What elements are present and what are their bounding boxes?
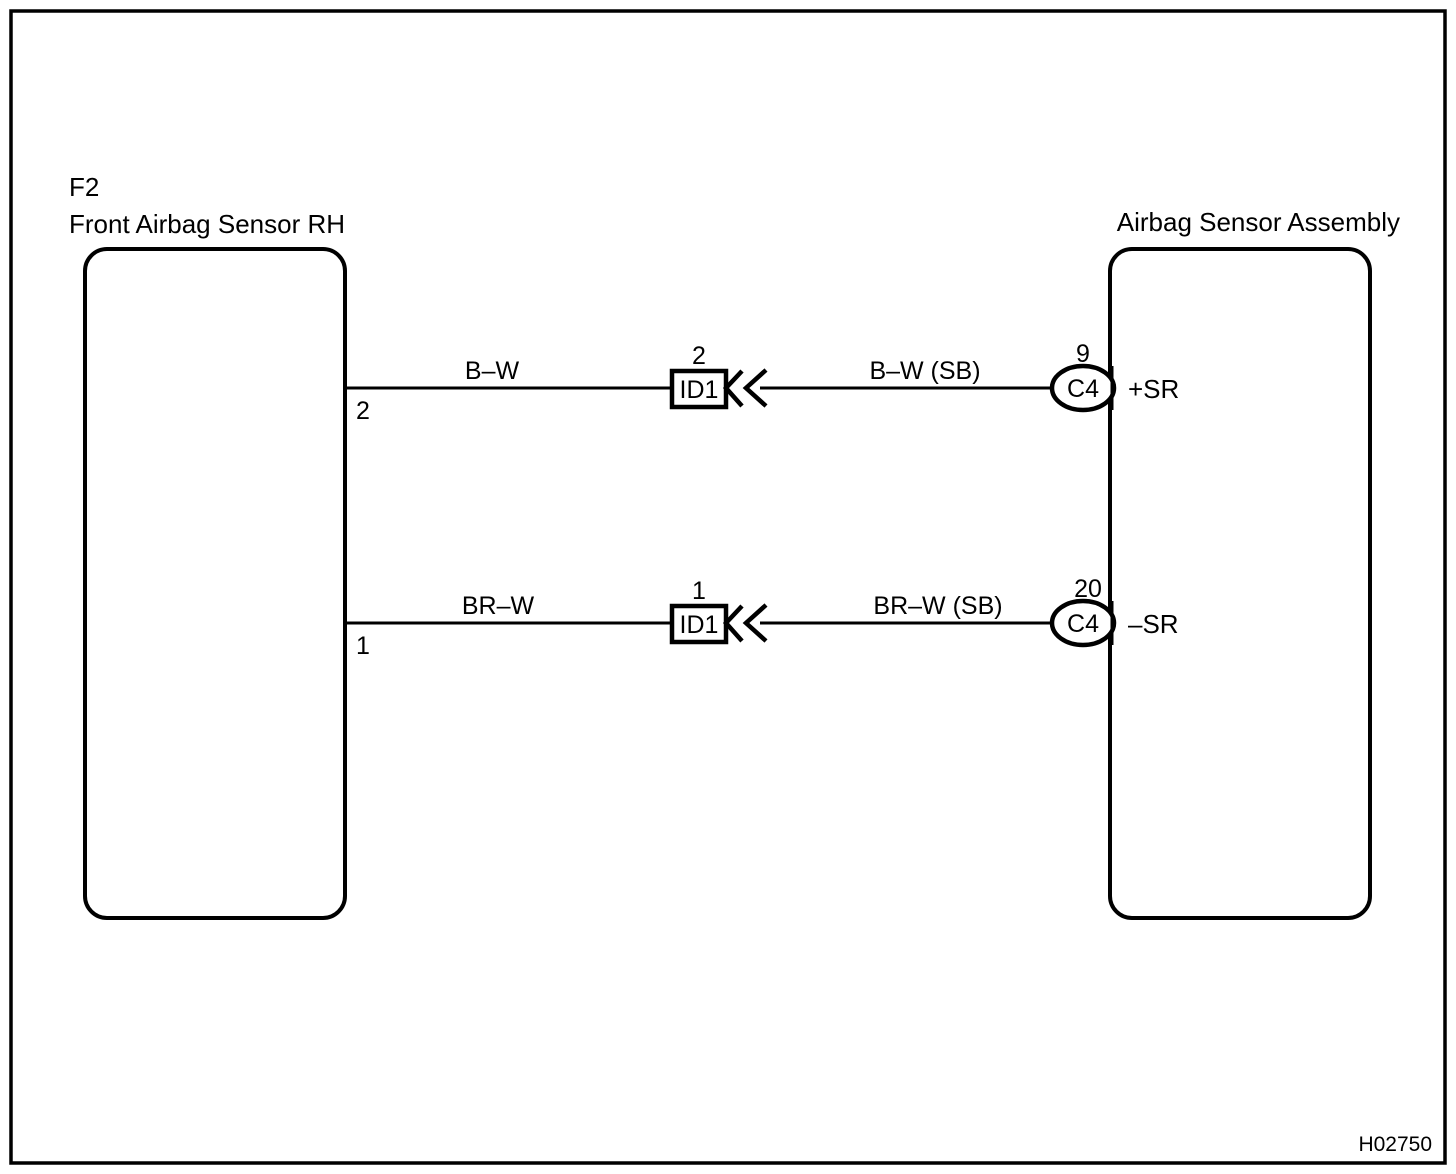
splice-box [669,368,729,410]
left-component-box [83,247,347,920]
wire-color-label-right: BR–W (SB) [873,592,1002,620]
splice-label: ID1 [680,611,719,639]
circuit-row-2: 1 BR–W 1 ID1 BR–W (SB) 20 C4 –SR [345,575,1179,660]
left-pin-number: 2 [356,397,370,425]
left-component-code: F2 [69,172,99,202]
connector-label: C4 [1067,375,1099,403]
terminal-label: +SR [1128,374,1179,404]
reference-code: H02750 [1358,1133,1432,1156]
right-component-name: Airbag Sensor Assembly [1117,207,1400,237]
splice-pin-number: 2 [692,342,706,370]
right-component-box [1108,247,1372,920]
connector-oval [1049,363,1117,413]
connector-chevron-outer-icon [742,603,768,643]
connector-oval [1049,598,1117,648]
left-component-name: Front Airbag Sensor RH [69,209,345,239]
left-pin-number: 1 [356,632,370,660]
splice-label: ID1 [680,376,719,404]
connector-chevron-inner-icon [722,369,744,408]
connector-chevron-outer-icon [742,368,768,408]
connector-pin-number: 20 [1074,575,1102,603]
splice-box [669,603,729,645]
splice-pin-number: 1 [692,577,706,605]
wire-color-label-left: B–W [465,357,520,385]
wire-color-label-left: BR–W [462,592,535,620]
connector-label: C4 [1067,610,1099,638]
terminal-label: –SR [1128,609,1179,639]
connector-chevron-inner-icon [722,604,744,643]
circuit-row-1: 2 B–W 2 ID1 B–W (SB) 9 C4 +SR [345,340,1179,425]
connector-pin-number: 9 [1076,340,1090,368]
wire-color-label-right: B–W (SB) [869,357,980,385]
